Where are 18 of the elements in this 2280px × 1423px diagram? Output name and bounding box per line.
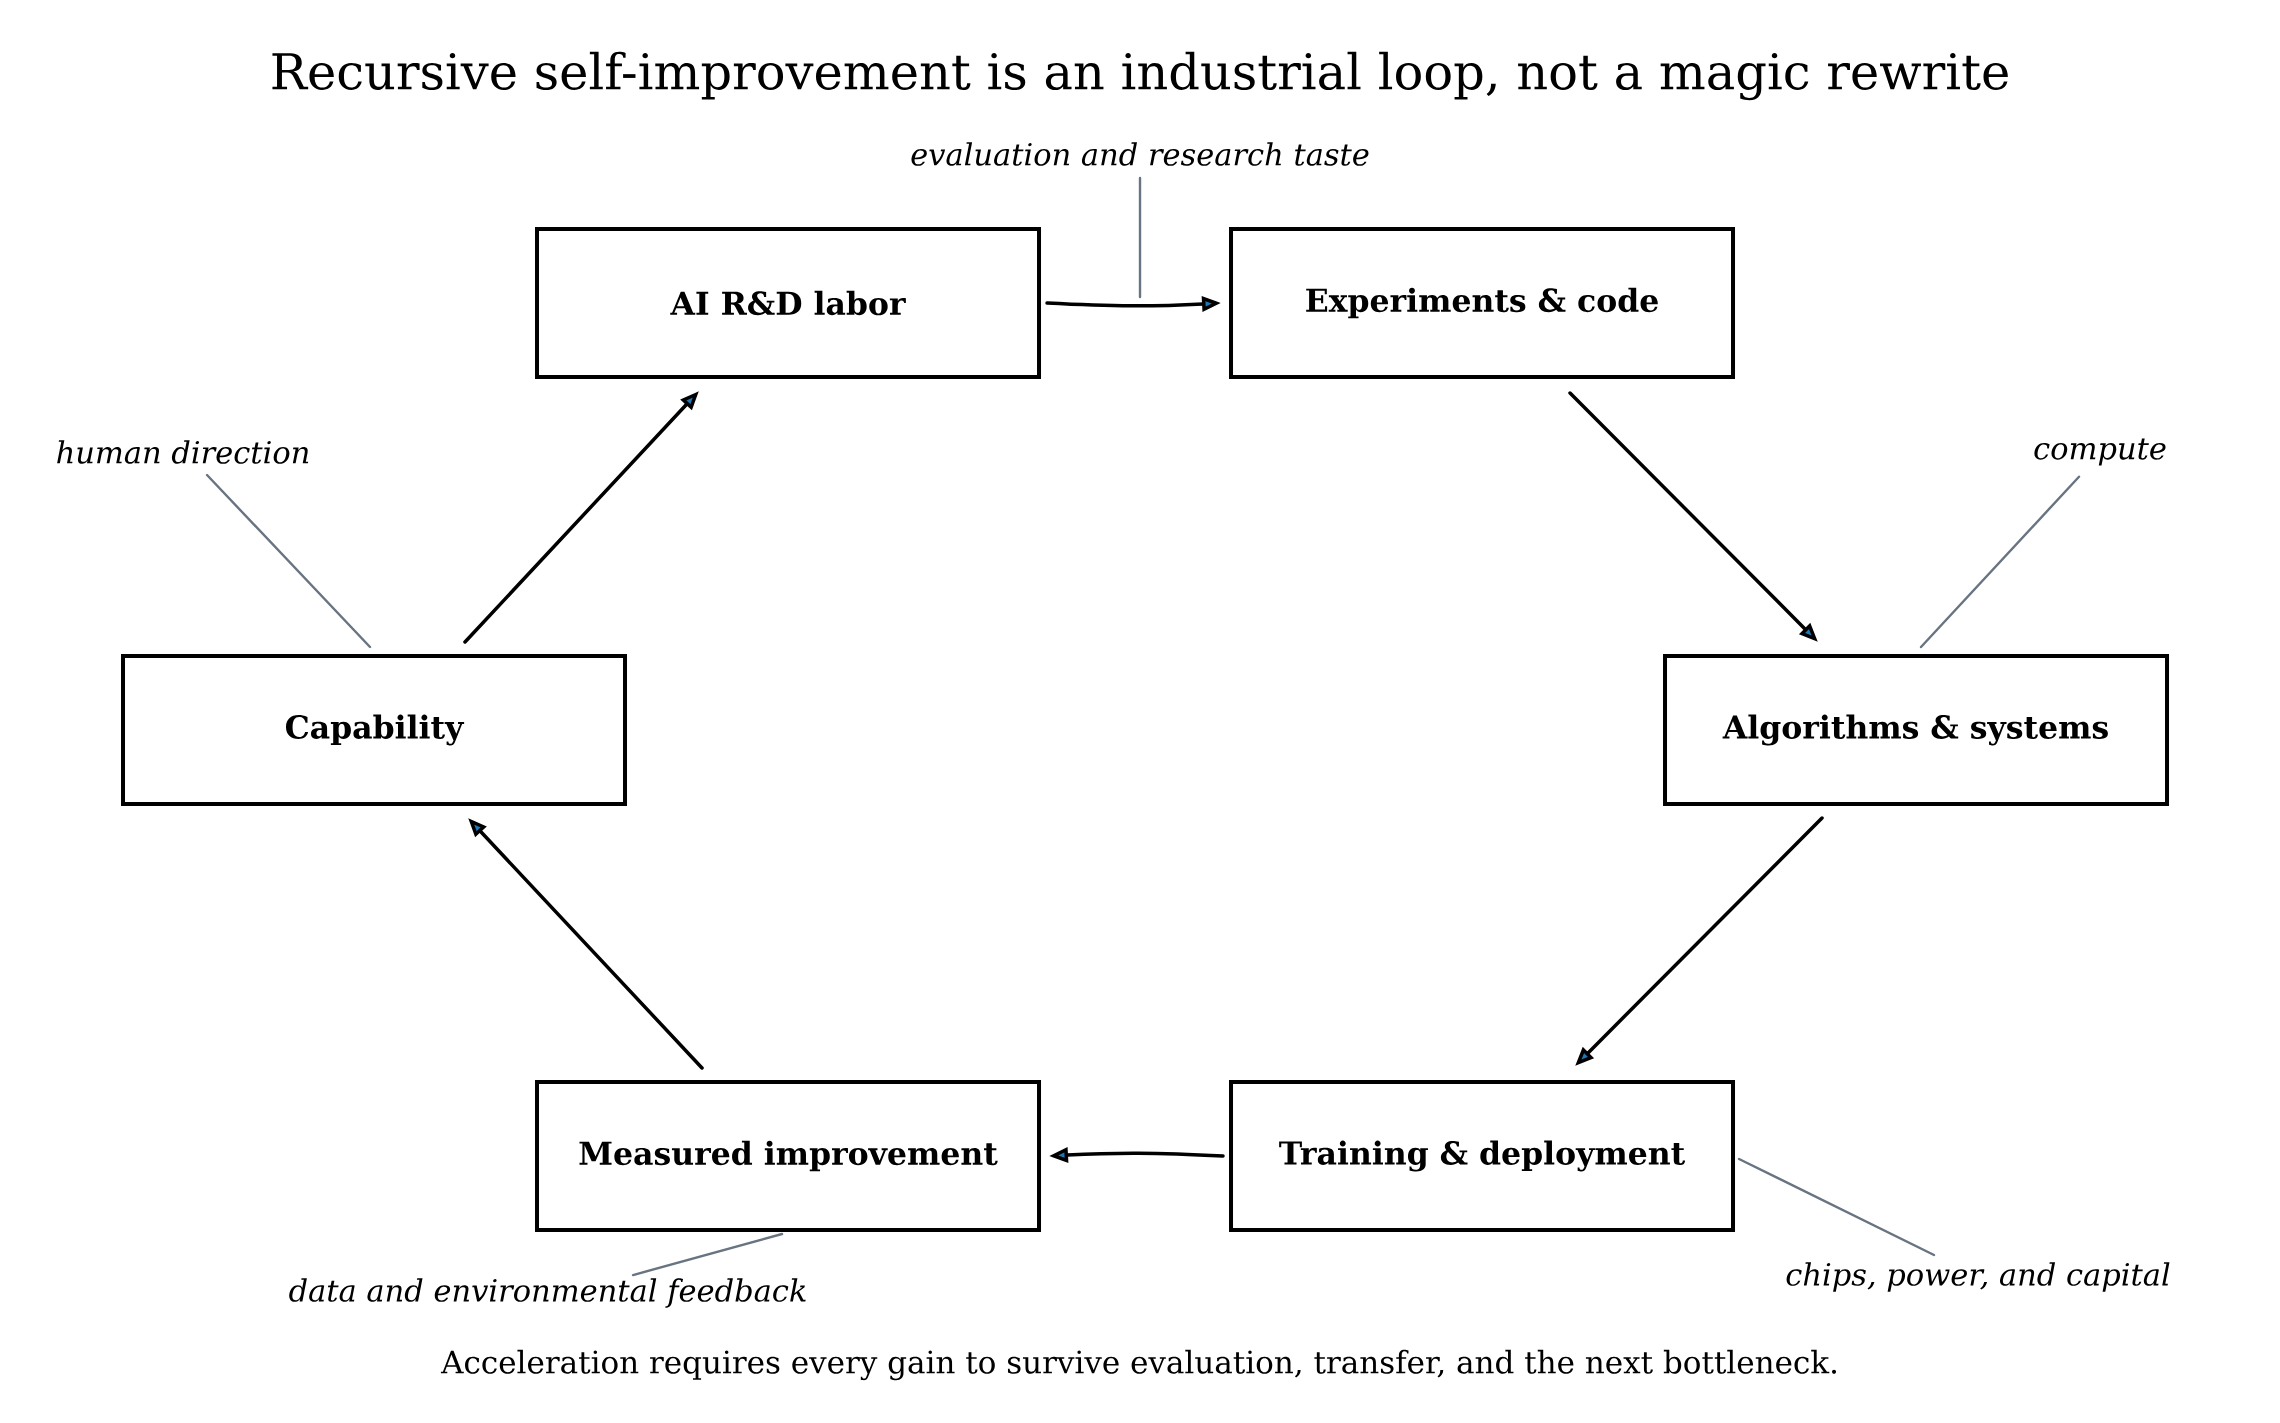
caption: Acceleration requires every gain to survive evaluation, transfer, and the next bottleneck. — [440, 1349, 1837, 1381]
annotation-text: human direction — [57, 440, 309, 464]
annotation-text: chips, power, and capital — [1786, 1262, 2170, 1292]
leader-line — [205, 473, 372, 649]
process-box: Experiments & code — [1229, 227, 1735, 379]
leader-line — [1138, 176, 1142, 299]
annotation-text: evaluation and research taste — [911, 142, 1369, 166]
process-box: Algorithms & systems — [1663, 654, 2169, 806]
annotation-text: compute — [2034, 438, 2166, 466]
annotation-text: data and environmental feedback — [289, 1278, 806, 1308]
title: Recursive self-improvement is an industrial loop, not a magic rewrite — [272, 51, 2008, 101]
process-box: Measured improvement — [535, 1080, 1041, 1232]
process-box: Training & deployment — [1229, 1080, 1735, 1232]
leader-line — [631, 1232, 784, 1277]
process-box: Capability — [121, 654, 627, 806]
leader-line — [1919, 475, 2081, 649]
leader-line — [1737, 1157, 1936, 1257]
process-box: AI R&D labor — [535, 227, 1041, 379]
